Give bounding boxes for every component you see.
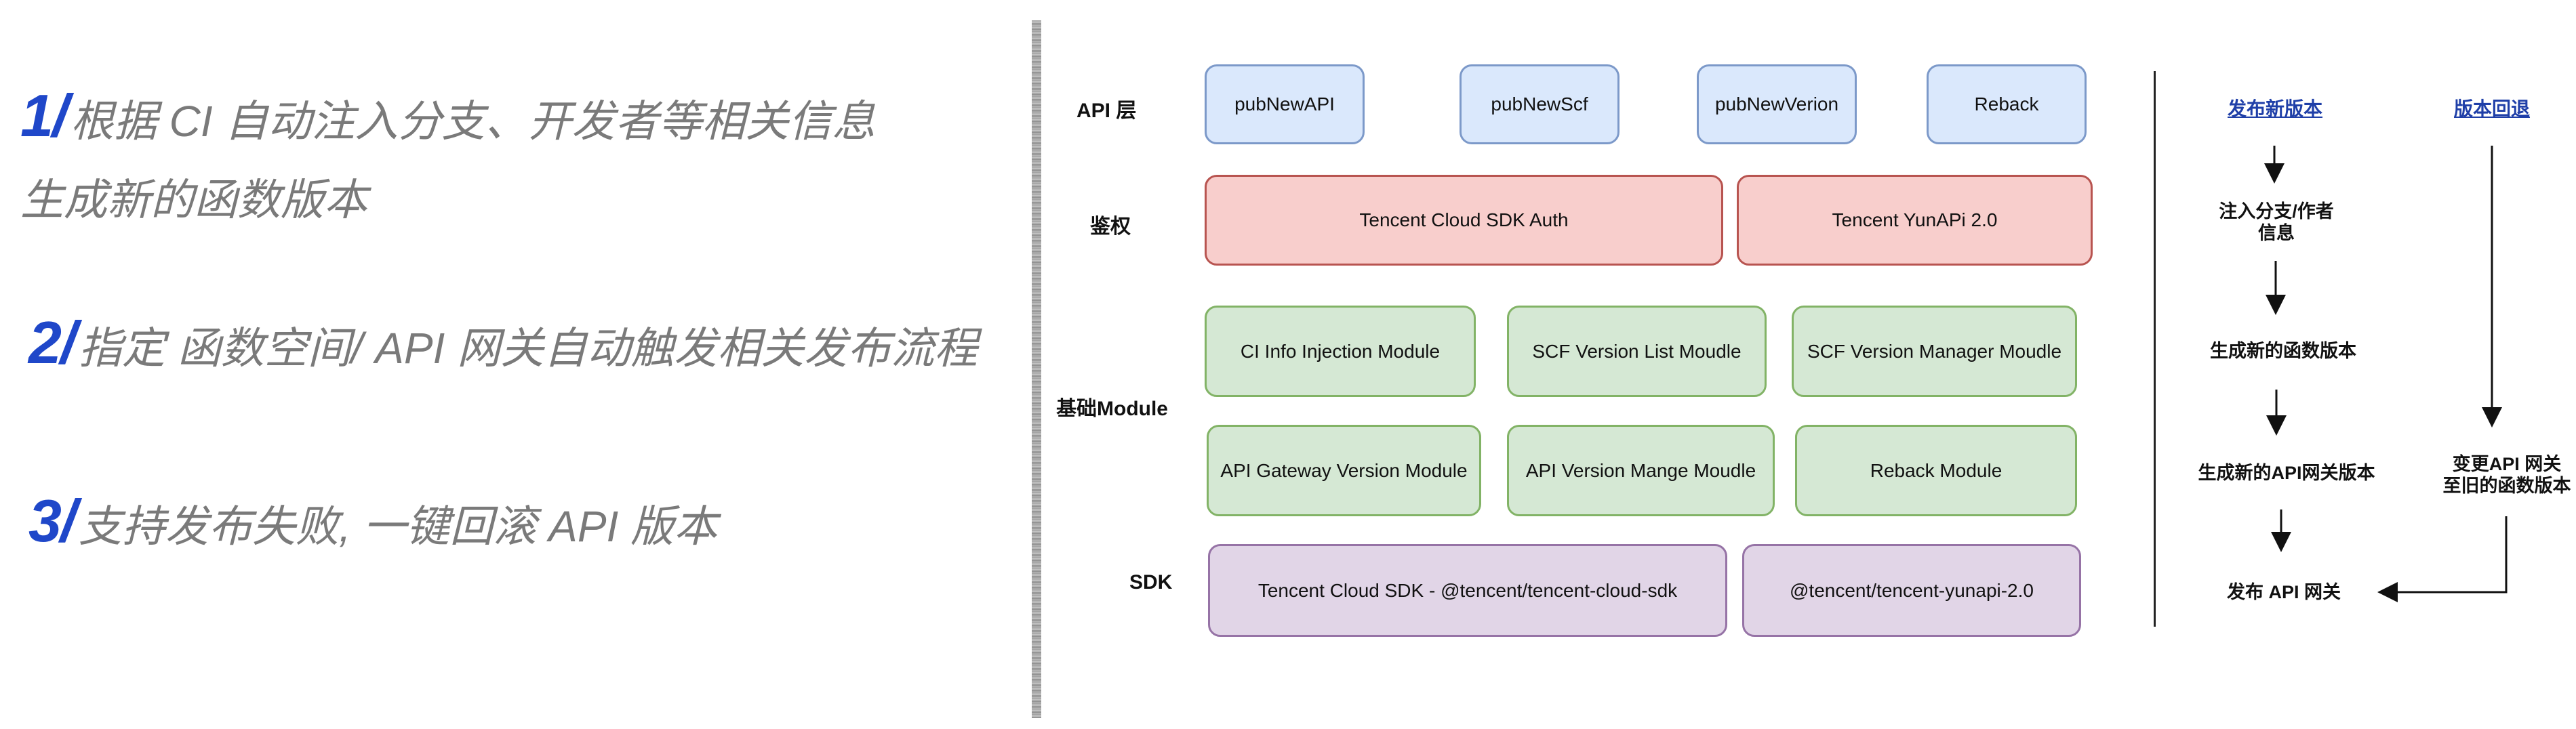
flow-rollback-line1: 变更API 网关: [2452, 454, 2562, 474]
divider-line: [2154, 71, 2156, 627]
auth-box-yunapi: Tencent YunAPi 2.0: [1737, 175, 2093, 266]
feature-text: 支持发布失败, 一键回滚 API 版本: [78, 502, 718, 551]
api-box-pubnewscf: pubNewScf: [1460, 64, 1619, 144]
feature-text: 指定 函数空间/ API 网关自动触发相关发布流程: [78, 324, 978, 373]
flow-step-inject-line1: 注入分支/作者: [2219, 201, 2334, 222]
layer-label-module: 基础Module: [1056, 398, 1168, 420]
sdk-box-cloud-sdk: Tencent Cloud SDK - @tencent/tencent-clo…: [1208, 544, 1727, 637]
module-box-api-gateway: API Gateway Version Module: [1207, 425, 1481, 516]
module-box-api-version: API Version Mange Moudle: [1507, 425, 1775, 516]
flow-step-inject-info: 注入分支/作者 信息: [2215, 201, 2337, 245]
layer-label-sdk: SDK: [1129, 571, 1173, 593]
flow-step-new-api-gateway-version: 生成新的API网关版本: [2198, 463, 2375, 483]
flow-rollback-line2: 至旧的函数版本: [2442, 476, 2571, 497]
api-box-pubnewapi: pubNewAPI: [1205, 64, 1365, 144]
layer-label-auth: 鉴权: [1090, 215, 1131, 238]
module-box-scf-manager: SCF Version Manager Moudle: [1792, 306, 2077, 397]
feature-number: 1/: [20, 82, 68, 149]
publish-new-version-link[interactable]: 发布新版本: [2228, 98, 2323, 119]
layer-label-api: API 层: [1076, 100, 1137, 122]
module-box-scf-list: SCF Version List Moudle: [1507, 306, 1767, 397]
flow-step-publish-api-gateway: 发布 API 网关: [2226, 582, 2341, 602]
feature-item-1: 1/ 根据 CI 自动注入分支、开发者等相关信息 生成新的函数版本: [20, 81, 875, 228]
auth-box-cloud-sdk: Tencent Cloud SDK Auth: [1205, 175, 1723, 266]
flow-step-change-api-gateway: 变更API 网关 至旧的函数版本: [2440, 453, 2573, 497]
api-box-reback: Reback: [1927, 64, 2087, 144]
api-box-pubnewverion: pubNewVerion: [1697, 64, 1857, 144]
feature-item-2: 2/ 指定 函数空间/ API 网关自动触发相关发布流程: [28, 308, 978, 377]
flow-step-new-function-version: 生成新的函数版本: [2210, 341, 2356, 361]
feature-text-line2: 生成新的函数版本: [20, 175, 367, 224]
feature-item-3: 3/ 支持发布失败, 一键回滚 API 版本: [28, 486, 717, 556]
flow-step-inject-line2: 信息: [2258, 223, 2295, 244]
version-rollback-link[interactable]: 版本回退: [2454, 98, 2531, 119]
torn-paper-edge: [1032, 20, 1041, 718]
module-box-reback: Reback Module: [1795, 425, 2077, 516]
feature-number: 3/: [28, 487, 77, 554]
module-box-ci-info: CI Info Injection Module: [1205, 306, 1476, 397]
feature-text: 根据 CI 自动注入分支、开发者等相关信息: [70, 97, 876, 146]
feature-number: 2/: [28, 309, 77, 376]
sdk-box-yunapi: @tencent/tencent-yunapi-2.0: [1742, 544, 2081, 637]
arrow-rollback-to-publish: [2377, 516, 2508, 602]
